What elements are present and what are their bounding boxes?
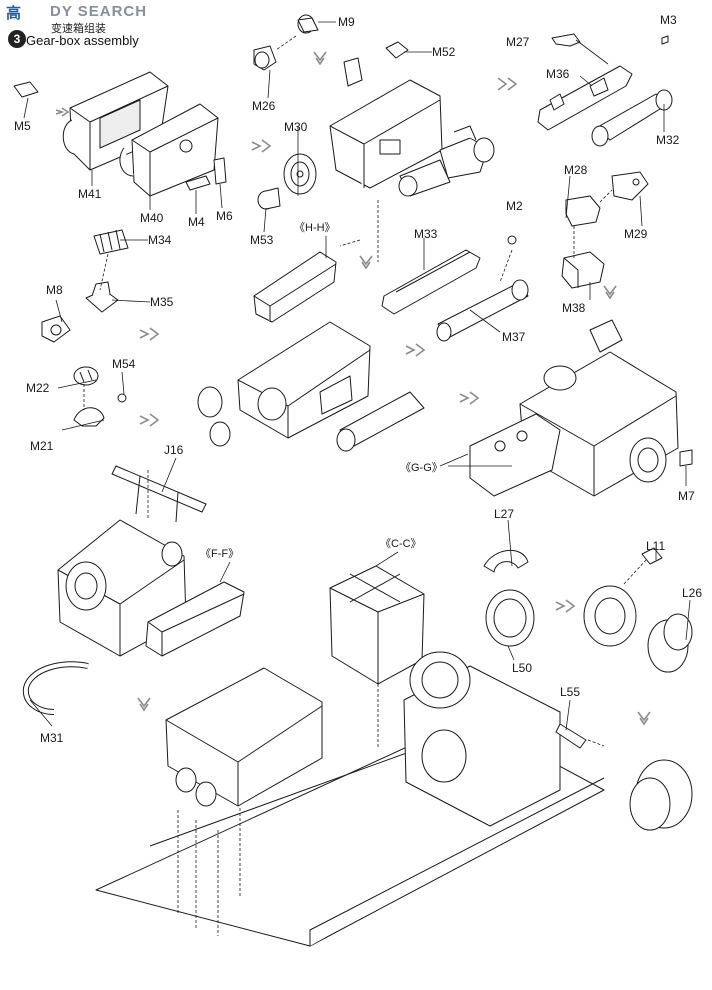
label-m6: M6 [216, 209, 233, 223]
part-m53 [257, 187, 281, 210]
instruction-header: 高 DY SEARCH 3 变速箱组装 Gear-box assembly [0, 0, 260, 50]
part-l50 [485, 589, 535, 647]
label-m31: M31 [40, 731, 64, 745]
part-m32 [591, 89, 673, 147]
label-m27: M27 [506, 35, 530, 49]
part-shaft-right [336, 391, 425, 452]
label-l11: L11 [646, 539, 666, 553]
label-m4: M4 [188, 215, 205, 229]
part-l55 [555, 723, 587, 749]
label-m41: M41 [78, 187, 102, 201]
callout-lines [23, 21, 691, 731]
label-m36: M36 [546, 67, 570, 81]
label-m30: M30 [284, 120, 308, 134]
label-m9: M9 [338, 15, 355, 29]
part-m8 [41, 315, 71, 343]
label-m2: M2 [506, 199, 523, 213]
section-marker-g-g: 《G-G》 [400, 462, 443, 474]
label-m40: M40 [140, 211, 164, 225]
part-m5 [13, 81, 39, 98]
section-marker-c-c: 《C-C》 [380, 538, 422, 550]
part-g-g-cover [469, 413, 561, 497]
step-title-english: Gear-box assembly [26, 33, 139, 48]
part-m4 [185, 175, 211, 191]
section-marker-h-h: 《H-H》 [294, 222, 336, 234]
part-m38 [561, 251, 605, 289]
part-l26 [647, 613, 693, 673]
part-m40 [119, 103, 219, 197]
part-m34 [93, 229, 129, 255]
part-m26 [253, 45, 277, 71]
label-m33: M33 [414, 227, 438, 241]
label-m21: M21 [30, 439, 54, 453]
part-m30 [283, 153, 317, 195]
label-m28: M28 [564, 163, 588, 177]
part-c-c-box [329, 565, 425, 685]
part-m3 [661, 35, 669, 45]
gearbox-assembly-upper [329, 57, 495, 197]
part-m2 [507, 235, 517, 245]
part-m33 [381, 249, 481, 315]
label-m32: M32 [656, 133, 680, 147]
part-j16 [111, 465, 207, 523]
label-m52: M52 [432, 45, 456, 59]
label-m26: M26 [252, 99, 276, 113]
part-l11 [641, 547, 663, 565]
watermark-text: DY SEARCH [50, 3, 148, 20]
label-m3: M3 [660, 13, 677, 27]
label-m22: M22 [26, 381, 50, 395]
label-j16: J16 [164, 443, 184, 457]
step-number-badge: 3 [8, 30, 26, 48]
engine-installed [403, 651, 561, 827]
part-m35 [85, 281, 119, 313]
label-m37: M37 [502, 330, 526, 344]
label-m5: M5 [14, 119, 31, 133]
label-l55: L55 [560, 685, 581, 699]
step-title-chinese: 变速箱组装 [51, 22, 106, 35]
part-m36 [537, 65, 633, 131]
label-m35: M35 [150, 295, 174, 309]
leader-lines [83, 35, 647, 936]
section-marker-f-f: 《F-F》 [200, 548, 240, 560]
part-m7 [679, 449, 693, 467]
part-m27 [551, 33, 581, 47]
part-m9 [297, 14, 319, 34]
direction-arrows [55, 51, 651, 726]
label-l26: L26 [682, 586, 703, 600]
part-h-h-cover [253, 251, 337, 323]
part-m29 [611, 171, 649, 201]
label-m53: M53 [250, 233, 274, 247]
part-m52 [385, 41, 409, 59]
label-l27: L27 [494, 507, 515, 521]
part-m6 [213, 157, 227, 185]
gearbox-installed [165, 667, 323, 807]
part-f-f-cover [145, 581, 245, 657]
gearbox-assembly-center [237, 321, 371, 439]
part-l27 [483, 549, 529, 573]
label-l50: L50 [512, 661, 533, 675]
label-m8: M8 [46, 283, 63, 297]
part-spring-left [197, 386, 231, 447]
label-m34: M34 [148, 233, 172, 247]
watermark-logo: 高 [6, 4, 22, 22]
part-m28 [565, 195, 601, 227]
label-m29: M29 [624, 227, 648, 241]
part-m54 [117, 393, 127, 403]
label-m38: M38 [562, 301, 586, 315]
label-m54: M54 [112, 357, 136, 371]
label-m7: M7 [678, 489, 695, 503]
part-exhaust-fan [629, 759, 693, 831]
part-l11-hub [583, 585, 637, 647]
part-m37 [436, 279, 529, 342]
